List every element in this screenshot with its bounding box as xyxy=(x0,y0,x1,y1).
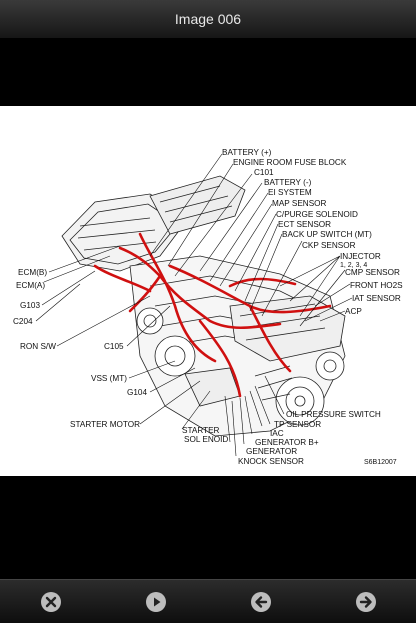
label-g103: G103 xyxy=(20,301,40,310)
wiring-harness xyxy=(93,232,332,398)
label-iac: IAC xyxy=(270,429,284,438)
label-fuse-block: ENGINE ROOM FUSE BLOCK xyxy=(233,158,347,167)
label-battery-minus: BATTERY (-) xyxy=(264,178,312,187)
play-icon xyxy=(146,592,166,612)
engine-wiring-diagram: BATTERY (+) ENGINE ROOM FUSE BLOCK C101 … xyxy=(0,106,416,476)
label-tp-sensor: TP SENSOR xyxy=(274,420,321,429)
label-ecm-b: ECM(B) xyxy=(18,268,47,277)
play-button[interactable] xyxy=(146,592,166,612)
label-knock-sensor: KNOCK SENSOR xyxy=(238,457,304,466)
label-ecm-a: ECM(A) xyxy=(16,281,45,290)
label-starter-motor: STARTER MOTOR xyxy=(70,420,140,429)
label-iat-sensor: IAT SENSOR xyxy=(352,294,401,303)
label-ckp-sensor: CKP SENSOR xyxy=(302,241,356,250)
label-sol-enoid: SOL ENOID xyxy=(184,435,228,444)
label-g104: G104 xyxy=(127,388,147,397)
close-button[interactable] xyxy=(41,592,61,612)
leader-lines xyxy=(35,153,353,457)
label-oil-pressure: OIL PRESSURE SWITCH xyxy=(286,410,381,419)
arrow-left-icon xyxy=(251,592,271,612)
label-starter: STARTER xyxy=(182,426,220,435)
engine-diagram-svg: BATTERY (+) ENGINE ROOM FUSE BLOCK C101 … xyxy=(13,148,403,466)
label-battery-plus: BATTERY (+) xyxy=(222,148,272,157)
label-ect-sensor: ECT SENSOR xyxy=(278,220,331,229)
figure-code: S6B12007 xyxy=(364,459,397,466)
label-generator-b: GENERATOR B+ xyxy=(255,438,319,447)
label-map-sensor: MAP SENSOR xyxy=(272,199,327,208)
label-c101: C101 xyxy=(254,168,274,177)
next-button[interactable] xyxy=(356,592,376,612)
label-generator: GENERATOR xyxy=(246,447,297,456)
label-front-ho2s: FRONT HO2S xyxy=(350,281,403,290)
label-purge-solenoid: C/PURGE SOLENOID xyxy=(276,210,358,219)
bottom-toolbar xyxy=(0,579,416,623)
label-backup-switch: BACK UP SWITCH (MT) xyxy=(282,230,372,239)
title-bar: Image 006 xyxy=(0,0,416,39)
label-ei-system: EI SYSTEM xyxy=(268,188,312,197)
label-c204: C204 xyxy=(13,317,33,326)
previous-button[interactable] xyxy=(251,592,271,612)
close-icon xyxy=(41,592,61,612)
label-c105: C105 xyxy=(104,342,124,351)
label-ron-sw: RON S/W xyxy=(20,342,56,351)
label-cmp-sensor: CMP SENSOR xyxy=(345,268,400,277)
label-injector: INJECTOR xyxy=(340,252,381,261)
label-vss-mt: VSS (MT) xyxy=(91,374,127,383)
page-title: Image 006 xyxy=(174,11,242,27)
arrow-right-icon xyxy=(356,592,376,612)
label-injector-numbers: 1, 2, 3, 4 xyxy=(340,262,367,269)
label-acp: ACP xyxy=(345,307,362,316)
